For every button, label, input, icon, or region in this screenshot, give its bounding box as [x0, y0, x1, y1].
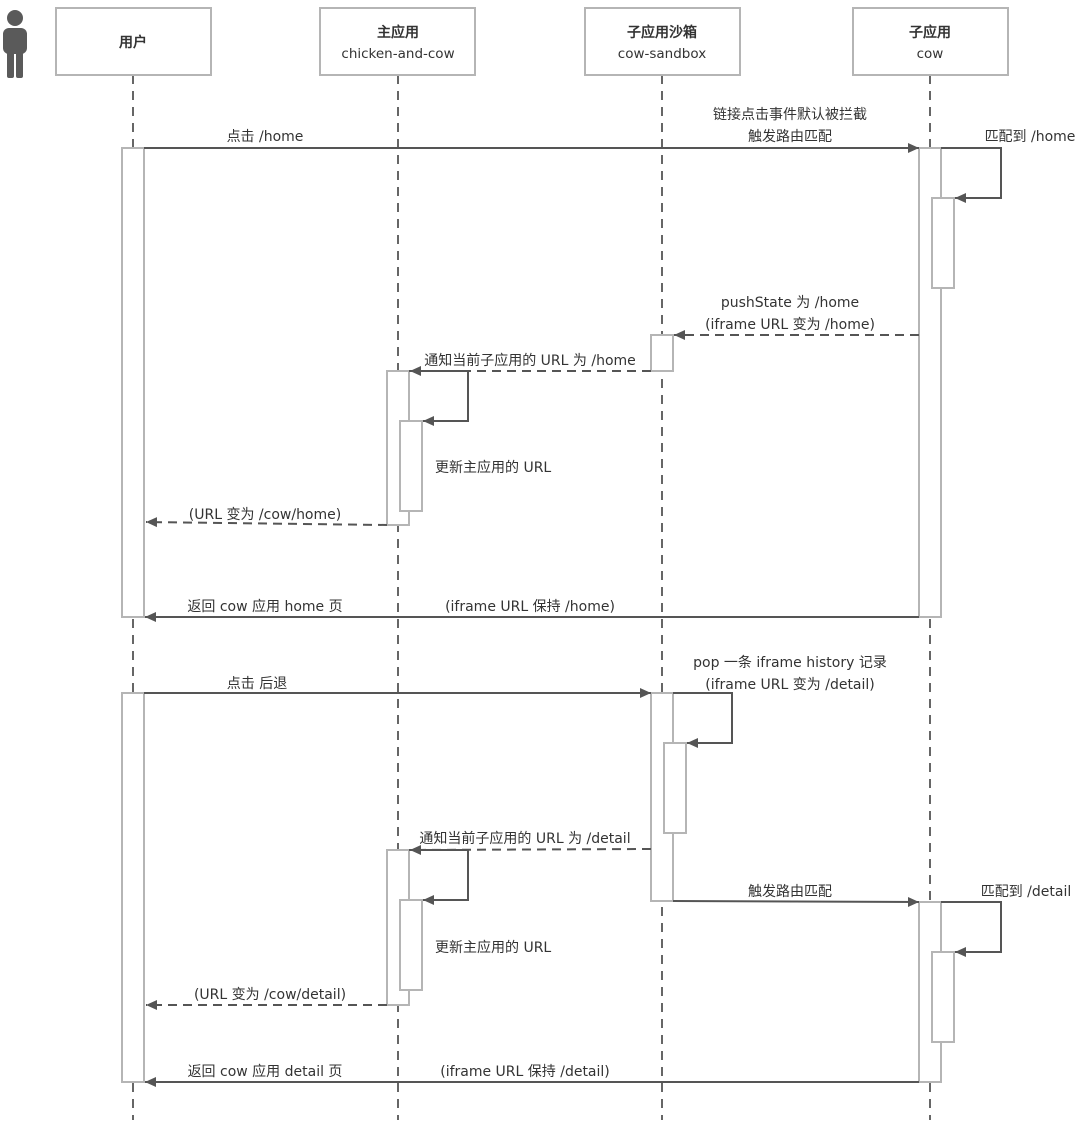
arrow-self-match-detail [941, 901, 1002, 957]
actor-sub-subtitle: cow [917, 46, 944, 62]
label-click-home: 点击 /home [227, 129, 304, 145]
actor-main-title: 主应用 [377, 24, 419, 41]
actor-sandbox: 子应用沙箱 cow-sandbox [584, 7, 741, 76]
arrow-self-update-url-1 [409, 370, 469, 426]
actor-user-title: 用户 [119, 34, 147, 51]
label-url-cow-home: (URL 变为 /cow/home) [189, 507, 341, 523]
label-pushstate-line2: (iframe URL 变为 /home) [705, 317, 875, 333]
label-notify-detail: 通知当前子应用的 URL 为 /detail [419, 830, 630, 847]
label-match-detail: 匹配到 /detail [981, 884, 1072, 900]
arrow-self-pop-history [673, 692, 733, 748]
actor-sub: 子应用 cow [852, 7, 1009, 76]
activation-main-nested-1 [399, 420, 423, 512]
label-pop-line2: (iframe URL 变为 /detail) [705, 677, 875, 693]
actor-sandbox-title: 子应用沙箱 [627, 24, 697, 41]
arrow-self-update-url-2 [409, 849, 469, 905]
label-intercept-line2: 触发路由匹配 [748, 129, 832, 145]
activation-sub-nested-1 [931, 197, 955, 289]
activation-sub-nested-2 [931, 951, 955, 1043]
label-notify-home: 通知当前子应用的 URL 为 /home [424, 352, 636, 369]
actor-sandbox-subtitle: cow-sandbox [618, 46, 706, 62]
label-match-home: 匹配到 /home [985, 129, 1076, 145]
activation-sandbox-1 [650, 334, 674, 372]
actor-main: 主应用 chicken-and-cow [319, 7, 476, 76]
label-update-url-2: 更新主应用的 URL [435, 939, 551, 956]
label-iframe-keep-detail: (iframe URL 保持 /detail) [440, 1064, 610, 1080]
label-pushstate-line1: pushState 为 /home [721, 295, 859, 311]
activation-user-2 [121, 692, 145, 1083]
label-return-detail: 返回 cow 应用 detail 页 [188, 1063, 343, 1080]
arrow-trigger-route [672, 896, 920, 907]
arrow-url-cow-home [145, 517, 388, 528]
arrow-self-match-home [941, 147, 1002, 203]
actor-main-subtitle: chicken-and-cow [341, 46, 454, 62]
label-click-back: 点击 后退 [227, 676, 287, 692]
activation-sandbox-nested-2 [663, 742, 687, 834]
label-pop-line1: pop 一条 iframe history 记录 [693, 654, 887, 671]
activation-main-nested-2 [399, 899, 423, 991]
actor-user: 用户 [55, 7, 212, 76]
actor-sub-title: 子应用 [909, 24, 951, 41]
label-return-home: 返回 cow 应用 home 页 [187, 598, 342, 615]
label-intercept-line1: 链接点击事件默认被拦截 [713, 106, 867, 123]
label-iframe-keep-home: (iframe URL 保持 /home) [445, 599, 615, 615]
label-trigger-route: 触发路由匹配 [748, 884, 832, 900]
user-person-icon [3, 10, 27, 78]
activation-user-1 [121, 147, 145, 618]
label-url-cow-detail: (URL 变为 /cow/detail) [194, 987, 346, 1003]
label-update-url-1: 更新主应用的 URL [435, 459, 551, 476]
